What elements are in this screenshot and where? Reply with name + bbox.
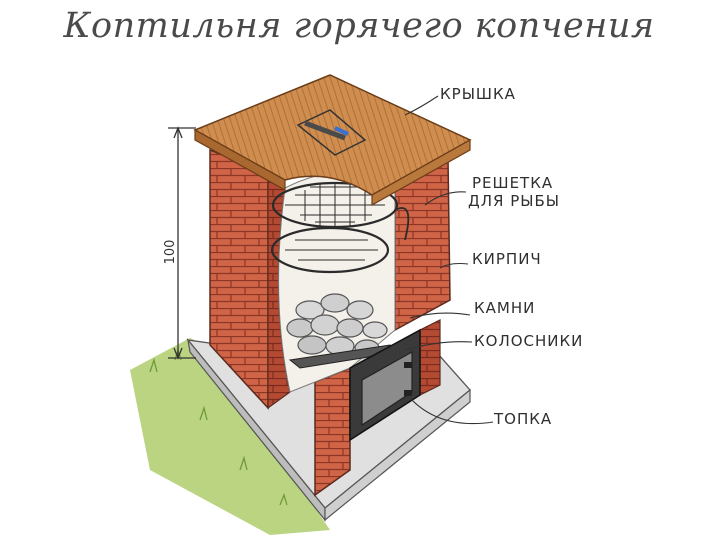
fish-grate — [270, 181, 410, 274]
label-firebox: ТОПКА — [493, 410, 552, 428]
label-grate-line2: ДЛЯ РЫБЫ — [468, 192, 560, 210]
leader-lines — [404, 95, 494, 425]
brick-wall-right — [314, 156, 451, 497]
height-dimension — [168, 126, 196, 360]
label-brick: КИРПИЧ — [472, 250, 542, 268]
firebox-door — [349, 328, 421, 442]
height-dimension-label: 100 — [163, 240, 178, 265]
label-grates: КОЛОСНИКИ — [474, 332, 583, 350]
lid-handle — [296, 109, 367, 156]
label-lid: КРЫШКА — [440, 85, 516, 103]
wooden-lid — [193, 74, 472, 207]
label-stones: КАМНИ — [474, 299, 535, 317]
stones — [286, 293, 388, 357]
label-grate-line1: РЕШЕТКА — [472, 174, 553, 192]
page-title: Коптильня горячего копчения — [63, 6, 655, 46]
